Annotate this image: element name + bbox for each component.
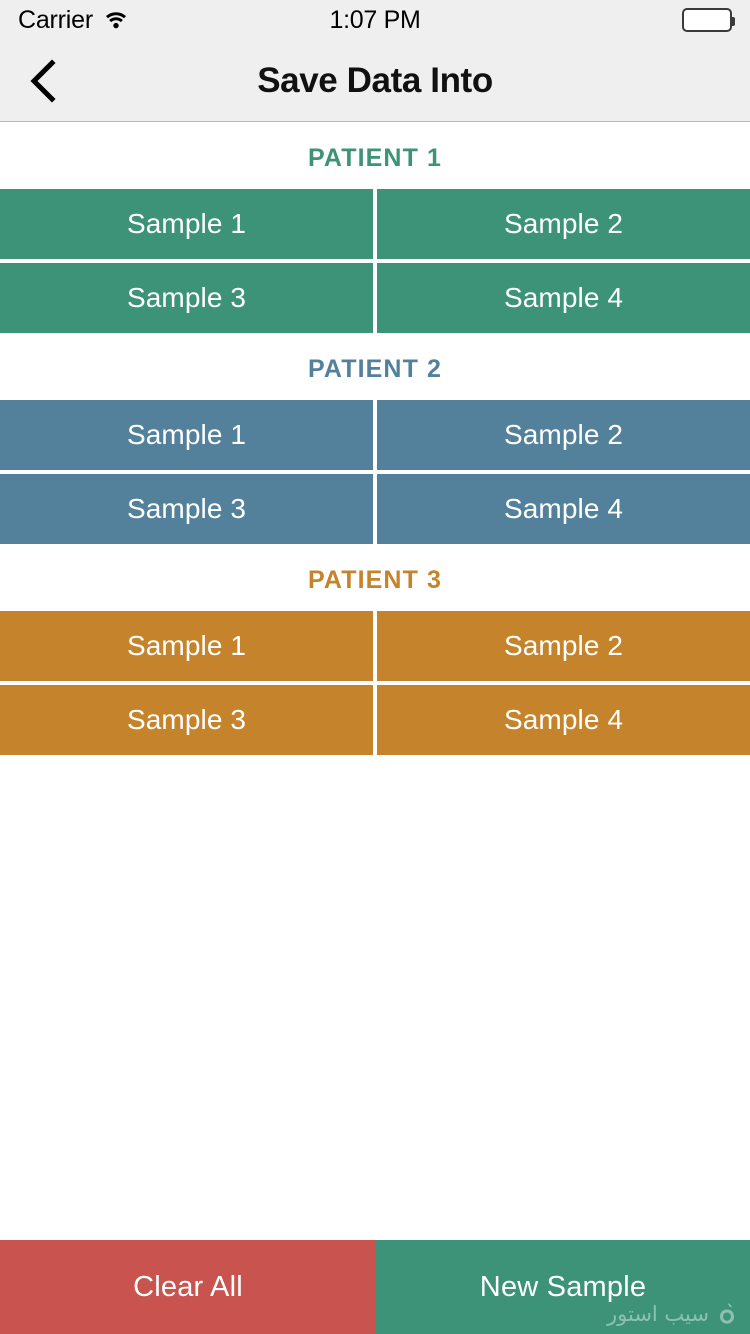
sample-button[interactable]: Sample 4 — [377, 263, 750, 333]
clear-all-button[interactable]: Clear All — [0, 1240, 376, 1334]
sample-button[interactable]: Sample 3 — [0, 263, 373, 333]
sample-grid-patient-1: Sample 1 Sample 2 Sample 3 Sample 4 — [0, 189, 750, 333]
section-header-patient-1: PATIENT 1 — [308, 144, 442, 172]
sample-list: PATIENT 1 Sample 1 Sample 2 Sample 3 Sam… — [0, 122, 750, 1240]
sample-button[interactable]: Sample 2 — [377, 400, 750, 470]
sample-button[interactable]: Sample 2 — [377, 611, 750, 681]
sample-button[interactable]: Sample 3 — [0, 474, 373, 544]
sample-button[interactable]: Sample 1 — [0, 400, 373, 470]
chevron-left-icon — [28, 58, 58, 103]
sample-button[interactable]: Sample 1 — [0, 611, 373, 681]
back-button[interactable] — [0, 40, 86, 121]
sample-button[interactable]: Sample 3 — [0, 685, 373, 755]
bottom-toolbar: Clear All New Sample سیب استور — [0, 1240, 750, 1334]
status-bar-right — [682, 8, 735, 32]
section-header-patient-3: PATIENT 3 — [308, 566, 442, 594]
status-bar: Carrier 1:07 PM — [0, 0, 750, 40]
sample-button[interactable]: Sample 4 — [377, 685, 750, 755]
sample-button[interactable]: Sample 2 — [377, 189, 750, 259]
page-title: Save Data Into — [257, 60, 493, 100]
battery-full-icon — [682, 8, 735, 32]
wifi-icon — [103, 10, 129, 30]
sample-button[interactable]: Sample 1 — [0, 189, 373, 259]
navigation-bar: Save Data Into — [0, 40, 750, 122]
sample-button[interactable]: Sample 4 — [377, 474, 750, 544]
new-sample-button[interactable]: New Sample — [376, 1240, 750, 1334]
sample-grid-patient-3: Sample 1 Sample 2 Sample 3 Sample 4 — [0, 611, 750, 755]
carrier-label: Carrier — [18, 5, 93, 34]
section-header-patient-2: PATIENT 2 — [308, 355, 442, 383]
sample-grid-patient-2: Sample 1 Sample 2 Sample 3 Sample 4 — [0, 400, 750, 544]
status-bar-left: Carrier — [18, 6, 129, 35]
